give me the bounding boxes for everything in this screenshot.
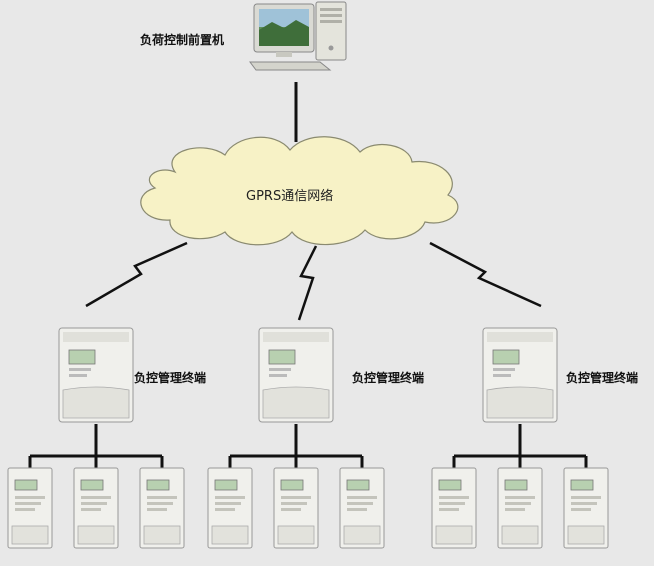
wireless-link-icon <box>297 245 318 321</box>
terminal-label: 负控管理终端 <box>352 371 425 385</box>
load-control-terminal-icon <box>482 327 558 423</box>
electric-meter-icon <box>7 467 53 549</box>
terminal-label: 负控管理终端 <box>134 371 207 385</box>
electric-meter-icon <box>207 467 253 549</box>
terminal-group <box>7 327 185 549</box>
server-label: 负荷控制前置机 <box>140 33 225 47</box>
terminal-label: 负控管理终端 <box>566 371 639 385</box>
cloud-icon <box>140 136 459 246</box>
electric-meter-icon <box>563 467 609 549</box>
desktop-computer-icon <box>249 1 347 71</box>
electric-meter-icon <box>273 467 319 549</box>
wireless-link-icon <box>429 241 542 308</box>
electric-meter-icon <box>339 467 385 549</box>
load-control-terminal-icon <box>58 327 134 423</box>
load-control-terminal-icon <box>258 327 334 423</box>
electric-meter-icon <box>73 467 119 549</box>
wireless-link-icon <box>85 241 188 308</box>
terminal-group <box>207 327 385 549</box>
electric-meter-icon <box>431 467 477 549</box>
terminal-group <box>431 327 609 549</box>
network-label: GPRS通信网络 <box>246 189 334 204</box>
electric-meter-icon <box>139 467 185 549</box>
electric-meter-icon <box>497 467 543 549</box>
